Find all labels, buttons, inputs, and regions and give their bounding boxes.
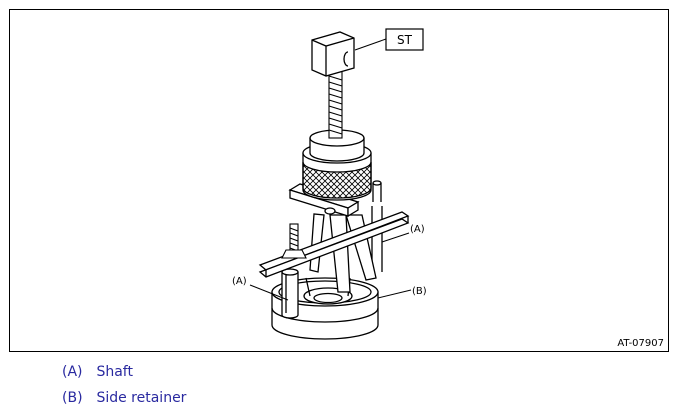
callout-a-lower-label: (A) (232, 276, 247, 287)
legend-item-side-retainer: (B) Side retainer (62, 390, 186, 406)
knurled-nut-drawing (302, 129, 372, 201)
legend-text: Shaft (96, 364, 133, 380)
legend-text: Side retainer (96, 390, 187, 406)
shaft-lower-drawing (281, 268, 299, 319)
figure-frame: ST (A) (A) (B) AT-07907 (9, 9, 669, 352)
figure-id: AT-07907 (617, 338, 664, 349)
tool-illustration: ST (A) (A) (B) (232, 28, 427, 340)
st-head-drawing (311, 31, 355, 77)
legend-key: (A) (62, 364, 83, 380)
callout-a-upper: (A) (381, 224, 425, 243)
st-label: ST (397, 33, 413, 47)
callout-b: (B) (377, 286, 427, 299)
legend-key: (B) (62, 390, 83, 406)
st-callout: ST (354, 28, 424, 51)
callout-b-label: (B) (412, 286, 427, 297)
adjuster-bolt-drawing (281, 223, 307, 259)
callout-a-upper-label: (A) (410, 224, 425, 235)
threaded-screw-drawing (328, 69, 343, 139)
legend-item-shaft: (A) Shaft (62, 364, 133, 380)
callout-a-lower: (A) (232, 276, 289, 301)
